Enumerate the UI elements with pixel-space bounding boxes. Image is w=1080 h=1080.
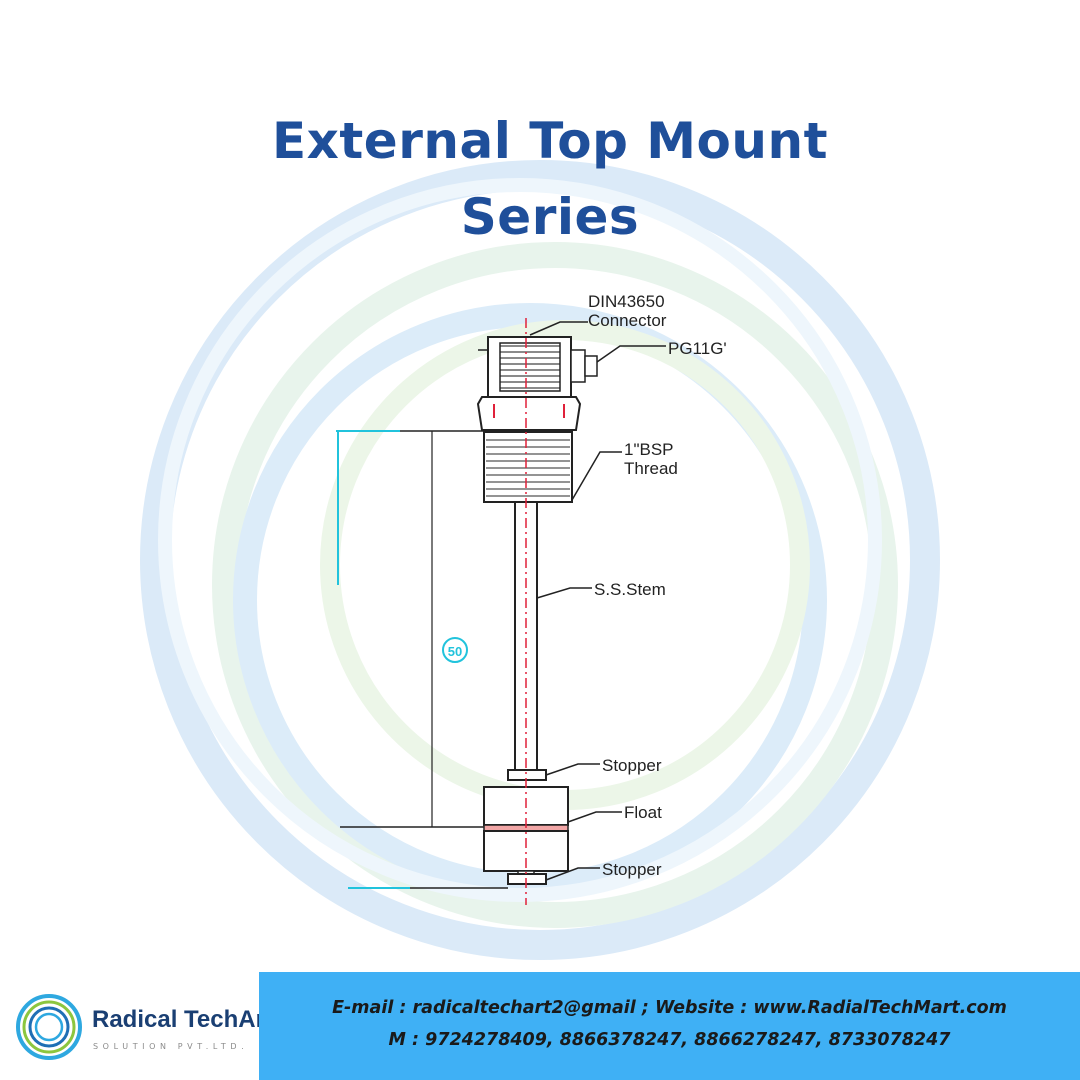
connector-label-line1: DIN43650 <box>588 292 665 311</box>
bottom-stopper <box>507 873 547 885</box>
stem-label: S.S.Stem <box>594 580 666 599</box>
thread-label-line1: 1"BSP <box>624 440 674 459</box>
page-title-line2: Series <box>460 188 640 246</box>
stopper-top-label: Stopper <box>602 756 662 775</box>
hex-nut <box>476 396 582 431</box>
connector-label-line2: Connector <box>588 311 667 330</box>
page-title-line1: External Top Mount <box>272 112 828 170</box>
contact-phone: M : 9724278409, 8866378247, 8866278247, … <box>388 1030 951 1050</box>
bsp-thread <box>483 431 573 503</box>
contact-footer: E-mail : radicaltechart2@gmail ; Website… <box>259 972 1080 1080</box>
company-logo-icon <box>16 994 82 1060</box>
thread-label-line2: Thread <box>624 459 678 478</box>
dimension-label: 50 <box>448 644 462 659</box>
contact-email-website: E-mail : radicaltechart2@gmail ; Website… <box>332 998 1007 1018</box>
din-connector <box>478 336 598 398</box>
brand-tagline: SOLUTION PVT.LTD. <box>93 1042 249 1051</box>
top-stopper <box>507 769 547 781</box>
brand-name: Radical TechArt <box>92 1006 273 1033</box>
leader-lines <box>529 321 666 881</box>
gland-label: PG11G' <box>668 339 727 358</box>
float-label: Float <box>624 803 662 822</box>
stopper-bottom-label: Stopper <box>602 860 662 879</box>
dimension-lines <box>336 430 508 889</box>
